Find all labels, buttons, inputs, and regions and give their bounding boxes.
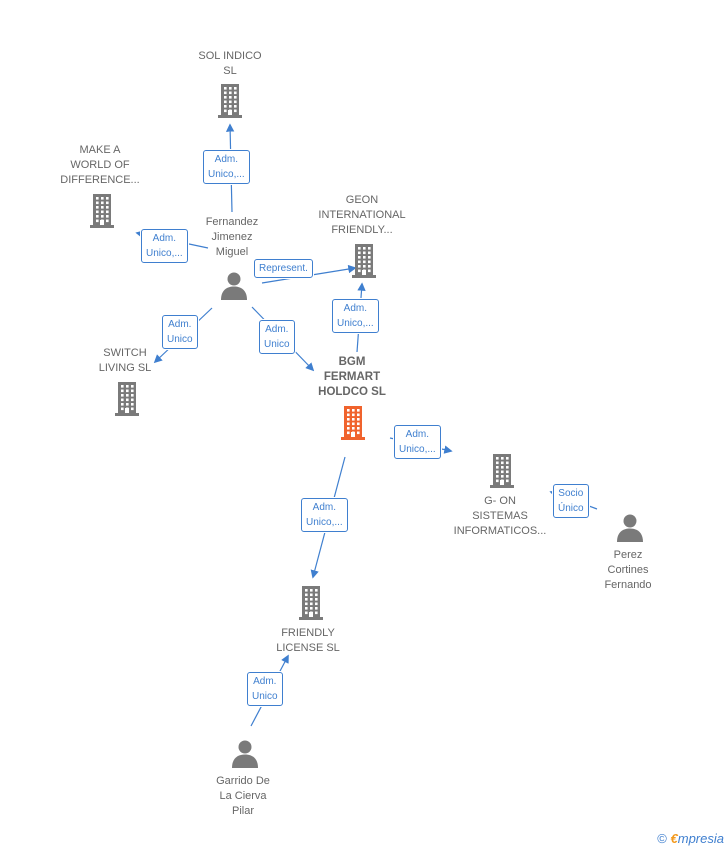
node-label-perez[interactable]: Perez Cortines Fernando (604, 549, 652, 591)
relation-label-r3[interactable]: Represent. (254, 259, 313, 278)
building-icon (351, 244, 377, 283)
person-icon (615, 514, 645, 547)
node-label-garrido[interactable]: Garrido De La Cierva Pilar (216, 775, 270, 817)
node-label-make[interactable]: MAKE A WORLD OF DIFFERENCE... (60, 144, 140, 186)
relation-label-r1[interactable]: Adm. Unico,... (203, 150, 250, 184)
building-icon (217, 84, 243, 123)
relation-label-r4[interactable]: Adm. Unico (162, 315, 198, 349)
node-label-sol[interactable]: SOL INDICO SL (198, 50, 262, 77)
node-label-fernandez[interactable]: Fernandez Jimenez Miguel (205, 216, 259, 258)
relation-label-r6[interactable]: Adm. Unico,... (332, 299, 379, 333)
building-icon (89, 194, 115, 233)
person-icon (230, 740, 260, 773)
node-label-switch[interactable]: SWITCH LIVING SL (98, 347, 152, 374)
building-icon (340, 406, 366, 445)
node-label-gon[interactable]: G- ON SISTEMAS INFORMATICOS... (453, 495, 547, 537)
node-label-geon[interactable]: GEON INTERNATIONAL FRIENDLY... (318, 194, 406, 236)
relation-label-r2[interactable]: Adm. Unico,... (141, 229, 188, 263)
relation-label-r9[interactable]: Socio Único (553, 484, 589, 518)
relation-label-r10[interactable]: Adm. Unico (247, 672, 283, 706)
building-icon (114, 382, 140, 421)
building-icon (489, 454, 515, 493)
footer-brand: © €mpresia (657, 831, 724, 846)
empresia-logo: €mpresia (670, 831, 724, 846)
relation-label-r5[interactable]: Adm. Unico (259, 320, 295, 354)
node-label-bgm[interactable]: BGM FERMART HOLDCO SL (318, 356, 386, 398)
person-icon (219, 272, 249, 305)
building-icon (298, 586, 324, 625)
relation-label-r7[interactable]: Adm. Unico,... (394, 425, 441, 459)
copyright-icon: © (657, 831, 667, 846)
node-label-friendly[interactable]: FRIENDLY LICENSE SL (276, 627, 340, 654)
relation-label-r8[interactable]: Adm. Unico,... (301, 498, 348, 532)
